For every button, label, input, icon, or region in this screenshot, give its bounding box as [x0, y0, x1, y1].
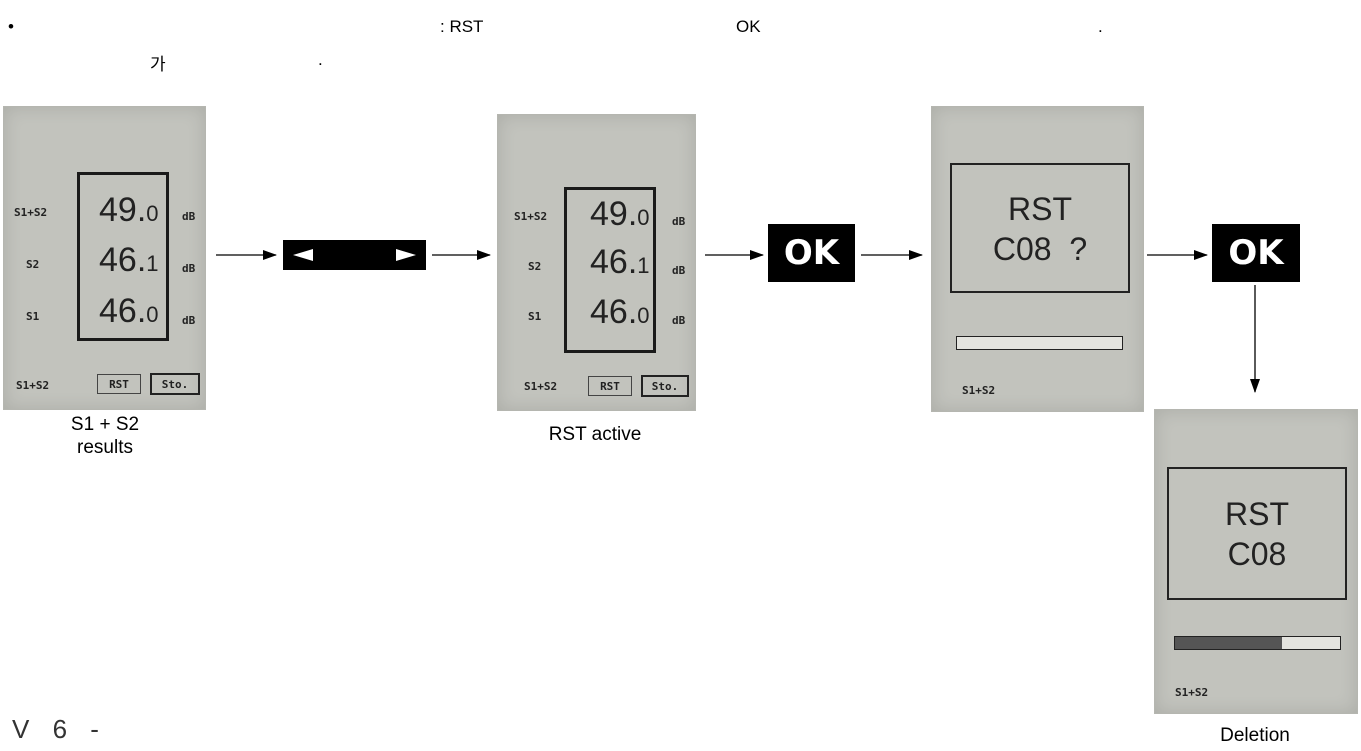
lcd-screen-results: S1+S2 49.0 dB S2 46.1 dB S1 46.0 dB S1+S… [3, 106, 206, 410]
caption-line: S1 + S2 [70, 414, 140, 435]
deletion-progress-bar [1174, 636, 1341, 650]
ok-button[interactable]: OK [768, 224, 855, 282]
unit-label: dB [182, 210, 196, 223]
unit-label: dB [182, 314, 196, 327]
header-period: . [1098, 17, 1103, 36]
progress-fill [1175, 637, 1283, 649]
row-label: S1+S2 [14, 206, 48, 219]
row-label: S1+S2 [514, 210, 548, 223]
unit-label: dB [672, 215, 686, 228]
row-label: S1 [26, 310, 40, 323]
progress-bar [956, 336, 1123, 350]
rst-softkey[interactable]: RST [588, 376, 632, 396]
lcd-screen-confirm: RST C08 ? S1+S2 [931, 106, 1144, 412]
caption-line: results [77, 437, 133, 458]
channel-label: S1+S2 [1175, 686, 1209, 699]
value-readout: 49.0 [99, 191, 159, 229]
sto-softkey[interactable]: Sto. [150, 373, 200, 395]
lcd-screen-deletion: RST C08 S1+S2 [1154, 409, 1358, 714]
row-label: S2 [528, 260, 542, 273]
sto-softkey[interactable]: Sto. [641, 375, 689, 397]
header-rst-text: : RST [440, 17, 484, 36]
channel-label: S1+S2 [524, 380, 558, 393]
confirm-dialog: RST C08 ? [950, 163, 1130, 293]
right-triangle-icon [396, 249, 416, 261]
unit-label: dB [672, 314, 686, 327]
header-line2-text: 가 [150, 55, 166, 74]
ok-button[interactable]: OK [1212, 224, 1300, 282]
value-frame [564, 187, 656, 353]
caption-deletion: Deletion [1220, 725, 1290, 746]
dialog-title: RST [1225, 496, 1289, 532]
channel-label: S1+S2 [16, 379, 50, 392]
lcd-screen-rst-active: S1+S2 49.0 dB S2 46.1 dB S1 46.0 dB S1+S… [497, 114, 696, 411]
header-ok-text: OK [736, 17, 761, 36]
page-reference: V 6 - [12, 714, 107, 744]
value-readout: 46.0 [99, 292, 159, 330]
nav-arrows-icon [293, 249, 416, 261]
value-readout: 46.1 [590, 243, 650, 281]
caption-results: S1 + S2 results [10, 413, 200, 459]
left-triangle-icon [293, 249, 313, 261]
channel-label: S1+S2 [962, 384, 996, 397]
dialog-title: RST [1008, 191, 1072, 227]
dialog-code: C08 [1227, 536, 1287, 572]
rst-softkey[interactable]: RST [97, 374, 141, 394]
nav-keys[interactable] [283, 240, 426, 270]
deletion-dialog: RST C08 [1167, 467, 1347, 600]
bullet: • [8, 17, 14, 36]
value-readout: 49.0 [590, 195, 650, 233]
value-readout: 46.1 [99, 241, 159, 279]
caption-rst-active: RST active [548, 424, 642, 445]
dialog-question: C08 ? [992, 231, 1088, 267]
header-line2-period: . [318, 50, 323, 69]
row-label: S1 [528, 310, 542, 323]
unit-label: dB [672, 264, 686, 277]
unit-label: dB [182, 262, 196, 275]
value-frame [77, 172, 169, 341]
row-label: S2 [26, 258, 40, 271]
value-readout: 46.0 [590, 293, 650, 331]
